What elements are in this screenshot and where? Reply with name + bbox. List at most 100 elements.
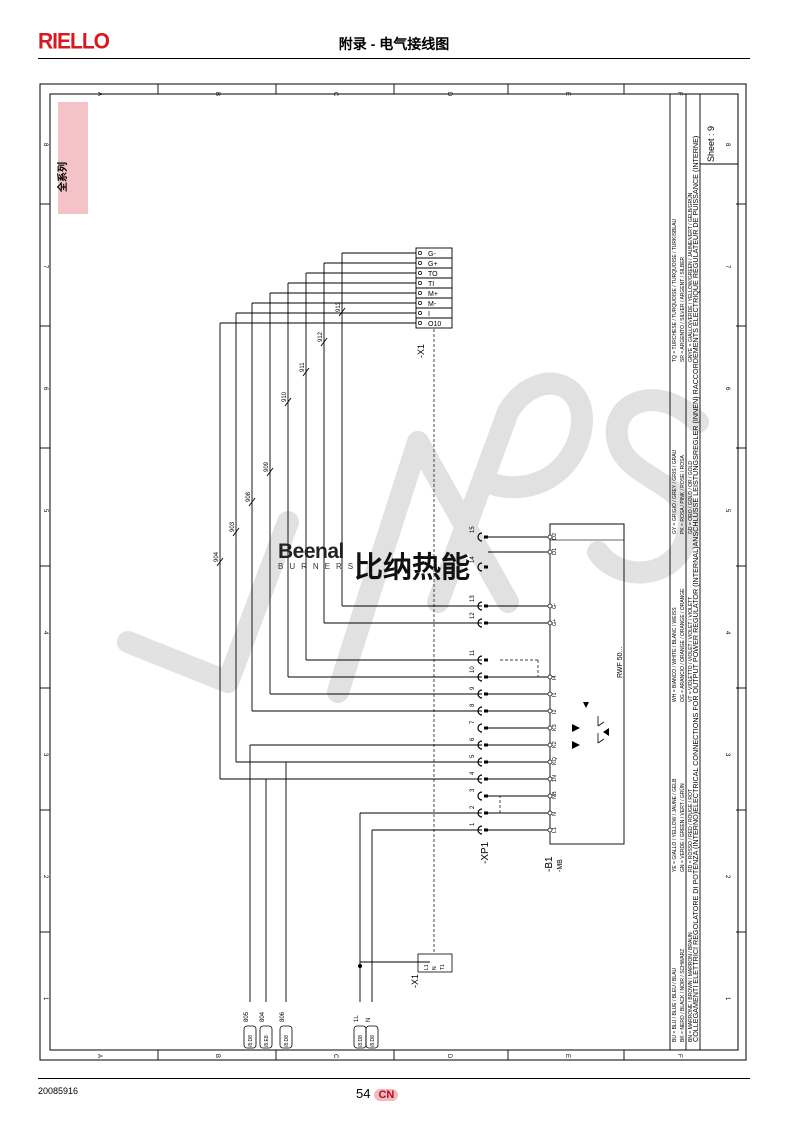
b1-sub-label: -MB (557, 859, 564, 872)
title-block-text: COLLEGAMENTI ELETTRICI REGOLATORE DI POT… (691, 136, 700, 1042)
xp1-pin-number: 6 (470, 737, 476, 741)
legend-entry: SR = ARGENTO / SILVER / ARGENT / SILBER (680, 256, 686, 362)
wire-number: 904 (214, 551, 220, 562)
legend-entry: BN = MARRONE / BROWN / MARRON / BRAUN (688, 932, 694, 1042)
x1-terminal-label: O10 (428, 321, 441, 328)
grid-number-left: 6 (42, 387, 48, 391)
xp1-pin-contact (484, 777, 488, 781)
xp1-pin-number: 10 (470, 666, 476, 673)
xp1-pin-contact (484, 794, 488, 798)
grid-letter-top: D (446, 92, 452, 97)
x1-terminal-dot (418, 301, 422, 305)
b1-terminal-label: D2 (552, 533, 558, 540)
wire-tick (338, 307, 346, 317)
wire-tick (302, 367, 310, 377)
xp1-pin-number: 1 (470, 822, 476, 826)
x1-terminal-dot (418, 291, 422, 295)
footer-rule (38, 1078, 750, 1079)
b1-header-cell (549, 523, 625, 541)
xp1-pin-contact (484, 743, 488, 747)
x1-label: -X1 (416, 344, 426, 358)
xp1-pin-contact (484, 675, 488, 679)
xp1-pin-socket (477, 532, 483, 542)
grid-letter-top: E (564, 92, 570, 96)
legend-entry: GY = GRIGIO / GREY / GRIS / GRAU (672, 449, 678, 534)
document-code: 20085916 (38, 1086, 79, 1096)
sidebar-tag (58, 102, 88, 214)
wire-number: 911 (300, 362, 306, 372)
watermark-cn: 比纳热能 (354, 550, 471, 584)
riello-logo: RIELLO (38, 29, 110, 54)
reference-tag (279, 1025, 293, 1049)
grid-number-left: 8 (42, 143, 48, 147)
xp1-pin-number: 13 (470, 595, 476, 602)
grid-number-right: 3 (724, 753, 730, 757)
grid-number-left: 1 (42, 997, 48, 1001)
xp1-pin-number: 12 (470, 612, 476, 619)
grid-number-left: 2 (42, 875, 48, 879)
legend-entry: OG = ARANCIO / ORANGE / ORANGE / ORANGE (680, 588, 686, 702)
xp1-pin-contact (484, 811, 488, 815)
grid-letter-top: A (96, 92, 102, 96)
lower-x1-block (417, 953, 453, 973)
wire-tick (216, 557, 224, 567)
language-badge: CN (374, 1089, 399, 1101)
wire-number: 913 (336, 301, 342, 312)
wire-tick (284, 397, 292, 407)
grid-letter-top: C (332, 92, 338, 97)
xp1-pin-contact (484, 535, 488, 539)
b1-label: -B1 (544, 856, 555, 872)
legend-entry: VT = VIOLETTO / VIOLET / VIOLET / VIOLET… (688, 597, 694, 702)
xp1-pin-number: 8 (470, 703, 476, 707)
relay-k3-contact (597, 733, 605, 744)
x1-terminal-label: G- (428, 251, 436, 258)
grid-letter-bottom: F (676, 1054, 682, 1058)
schematic (40, 84, 746, 1060)
x1-terminal-label: G+ (428, 261, 438, 268)
legend-entry: WH = BIANCO / WHITE / BLANC / WEISS (672, 607, 678, 702)
grid-number-right: 4 (724, 631, 730, 635)
x1-terminal-label: I (428, 311, 430, 318)
grid-number-right: 6 (724, 387, 730, 391)
legend-entry: BK = NERO / BLACK / NOIR / SCHWARZ (680, 949, 686, 1042)
wire-number: 908 (246, 491, 252, 502)
relay-k2-symbol (572, 724, 580, 732)
xp1-pin-contact (484, 621, 488, 625)
xp1-pin-number: 5 (470, 754, 476, 758)
xp1-pin-contact (484, 760, 488, 764)
reference-text: /8.D8 (248, 1035, 254, 1047)
page-header: RIELLO 附录 - 电气接线图 (38, 29, 750, 59)
reference-text: /8.E8 (264, 1035, 270, 1047)
grid-number-right: 1 (724, 997, 730, 1001)
wire-tick (266, 467, 274, 477)
sidebar-tag-text: 全系列 (56, 162, 69, 193)
grid-letter-bottom: B (214, 1054, 220, 1058)
grid-letter-bottom: C (332, 1054, 338, 1059)
xp1-pin-contact (484, 828, 488, 832)
xp1-pin-number: 9 (470, 686, 476, 690)
x1-terminal-label: TO (428, 271, 438, 278)
xp1-pin-socket (477, 723, 483, 733)
grid-number-right: 5 (724, 509, 730, 513)
b1-terminal-label: D1 (552, 548, 558, 555)
grid-number-left: 4 (42, 631, 48, 635)
legend-entry: YE = GIALLO / YELLOW / JAUNE / GELB (672, 778, 678, 872)
b1-terminal-label: K3 (552, 724, 558, 731)
b1-terminal-label: I2 (552, 709, 558, 714)
b1-terminal-label: L1 (552, 827, 558, 833)
reference-tag (259, 1025, 273, 1049)
xp1-pin-contact (484, 692, 488, 696)
legend-entry: BU = BLU / BLUE / BLEU / BLAU (672, 968, 678, 1042)
b1-model-label: RWF 50... (617, 647, 624, 678)
wire-number: 903 (230, 521, 236, 532)
x1-terminal-label: M+ (428, 291, 438, 298)
grid-letter-top: F (676, 92, 682, 96)
xp1-pin-number: 11 (470, 649, 476, 656)
vaps-watermark-icon (117, 372, 709, 703)
x1-terminal-label: TI (428, 281, 434, 288)
xp1-pin-number: 2 (470, 805, 476, 809)
grid-number-right: 7 (724, 265, 730, 269)
b1-terminal-label: G- (552, 603, 558, 609)
reference-text: /8.D8 (370, 1035, 376, 1047)
